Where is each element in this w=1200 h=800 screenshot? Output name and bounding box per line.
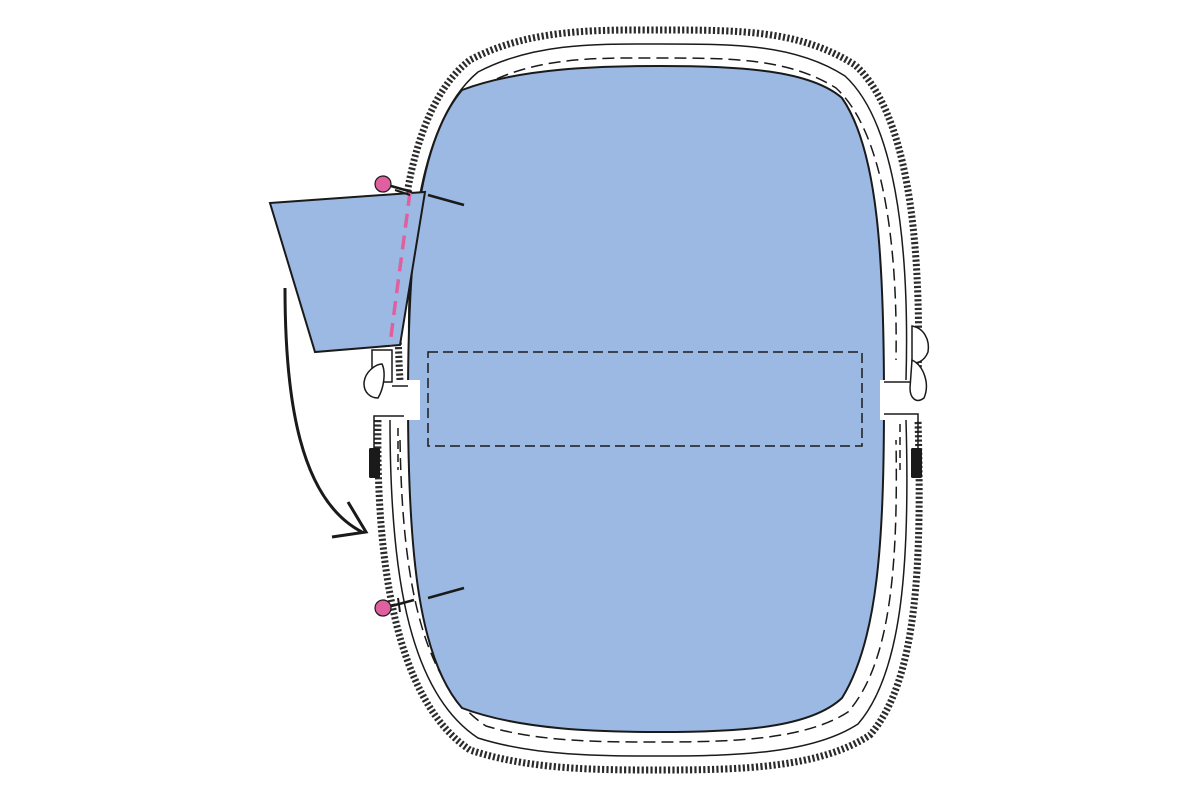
zipper-coil-outer [394, 26, 923, 381]
folded-fabric-flap [268, 190, 427, 354]
zipper-stop-right-icon [911, 448, 922, 478]
curved-arrow-icon [283, 287, 369, 539]
pink-stitch-guide [388, 191, 412, 346]
zipper-tape-edge-bottom [389, 419, 908, 757]
placement-guide-rectangle [427, 351, 863, 447]
notch-mark-top [427, 193, 465, 207]
pin-icon-bottom [374, 597, 415, 617]
zipper-pull-right-icon [909, 325, 930, 402]
zipper-coil-outer-bottom [374, 419, 923, 774]
pouch-front-panel [406, 64, 886, 734]
zipper-stitch-line-bottom [399, 439, 898, 743]
flap-notch-mark [394, 189, 411, 196]
zipper-stop-icon [369, 448, 380, 478]
pin-icon [374, 175, 413, 194]
zipper-pull-icon [363, 349, 408, 399]
notch-mark-bottom [427, 586, 465, 600]
